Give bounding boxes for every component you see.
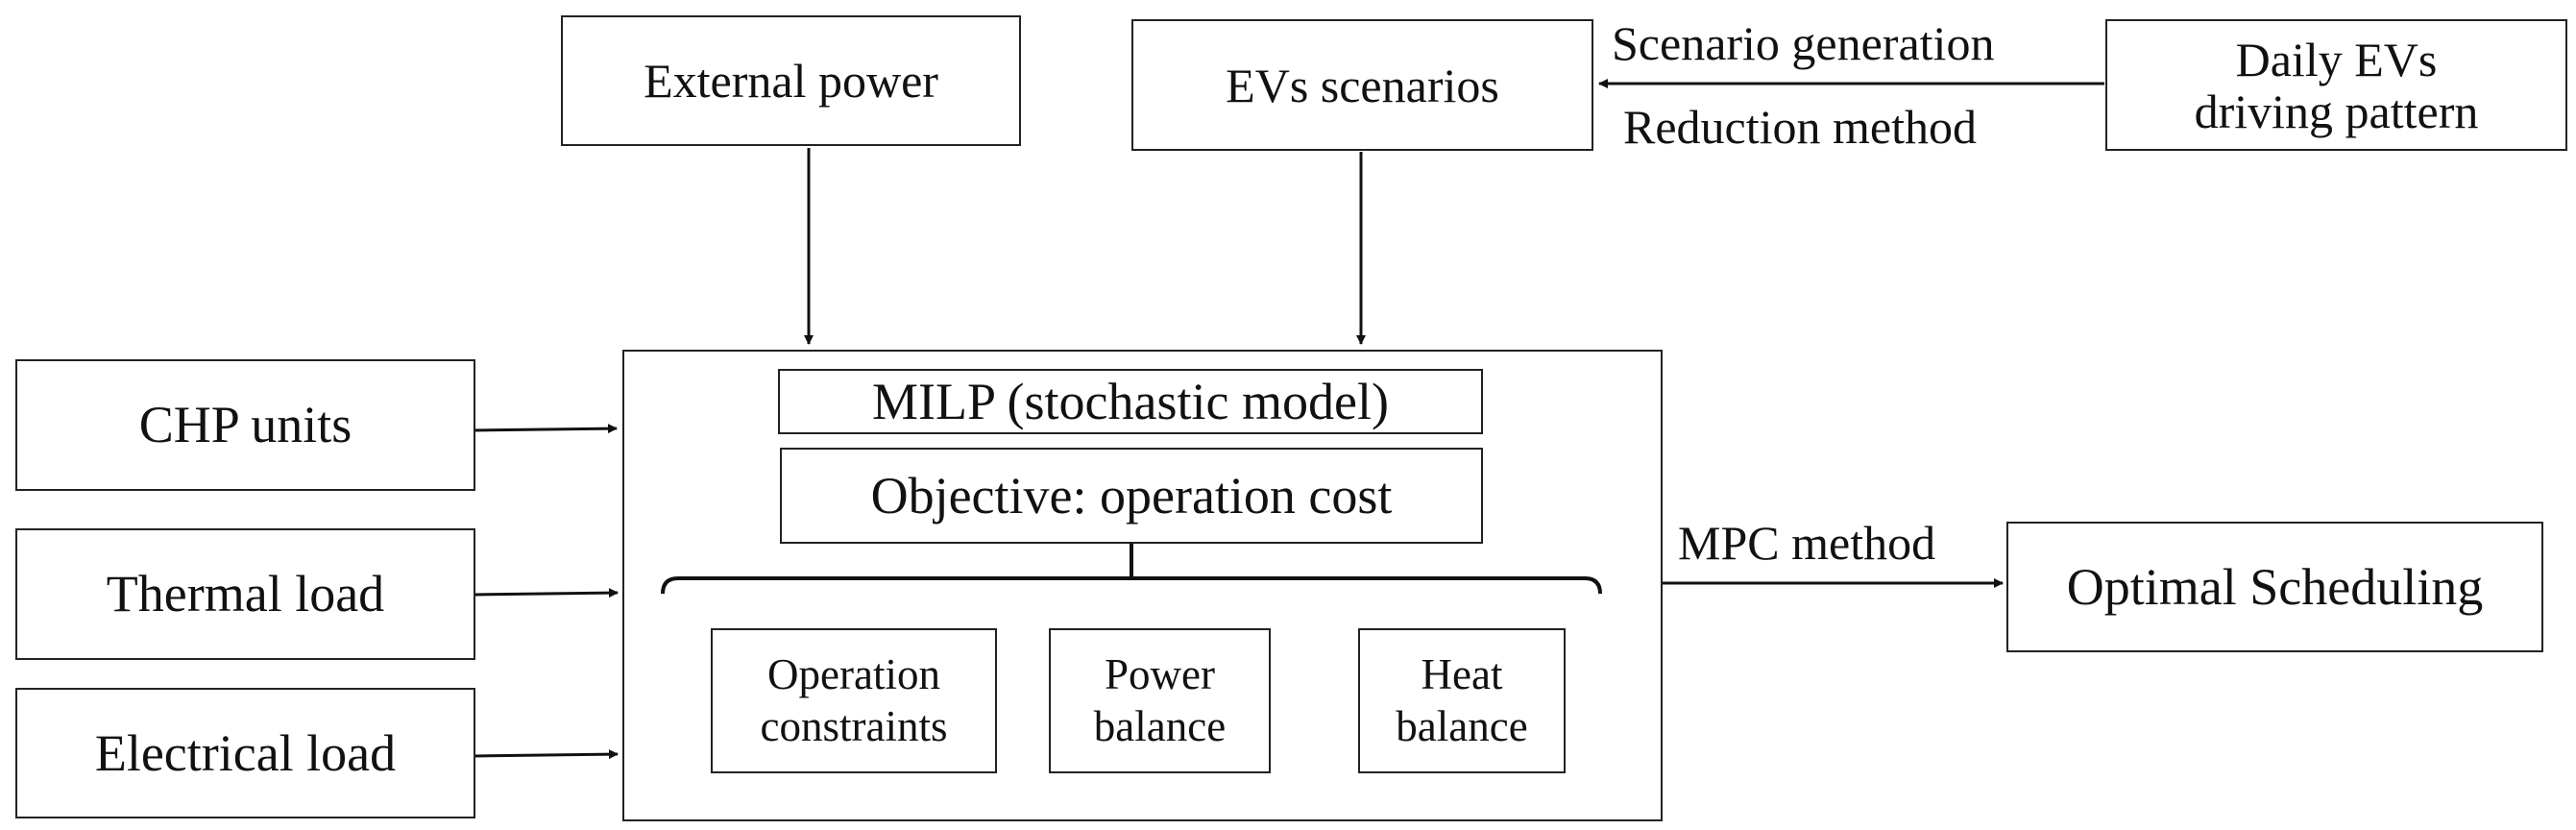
reduction-method-label: Reduction method: [1623, 100, 1977, 154]
milp-title-box: MILP (stochastic model): [778, 369, 1483, 434]
evs-scenarios-box: EVs scenarios: [1131, 19, 1593, 151]
objective-label: Objective: operation cost: [870, 466, 1393, 525]
operation-constraints-line1: Operation: [767, 650, 940, 699]
operation-constraints-box: Operation constraints: [711, 628, 997, 773]
arrow-thermal-load: [474, 588, 619, 598]
external-power-box: External power: [561, 15, 1021, 146]
thermal-load-box: Thermal load: [15, 528, 475, 660]
optimal-scheduling-box: Optimal Scheduling: [2006, 522, 2543, 652]
external-power-label: External power: [644, 54, 938, 108]
operation-constraints-line2: constraints: [760, 701, 948, 750]
heat-balance-line2: balance: [1396, 701, 1528, 750]
power-balance-line2: balance: [1093, 701, 1227, 750]
chp-units-label: CHP units: [138, 396, 352, 454]
heat-balance-box: Heat balance: [1358, 628, 1566, 773]
evs-scenarios-label: EVs scenarios: [1226, 58, 1499, 112]
heat-balance-line1: Heat: [1421, 650, 1503, 699]
thermal-load-label: Thermal load: [106, 565, 385, 623]
power-balance-box: Power balance: [1049, 628, 1271, 773]
arrow-electrical-load: [474, 749, 619, 760]
scenario-generation-label: Scenario generation: [1612, 16, 1995, 70]
arrow-chp-units: [472, 424, 618, 434]
chp-units-box: CHP units: [15, 359, 475, 491]
milp-title-label: MILP (stochastic model): [872, 372, 1389, 430]
electrical-load-label: Electrical load: [94, 723, 397, 782]
objective-box: Objective: operation cost: [780, 448, 1483, 544]
mpc-method-label: MPC method: [1678, 516, 1936, 570]
optimal-scheduling-label: Optimal Scheduling: [2066, 557, 2484, 616]
constraints-bracket: [661, 544, 1602, 595]
power-balance-line1: Power: [1105, 650, 1215, 699]
electrical-load-box: Electrical load: [15, 688, 475, 818]
daily-evs-line2: driving pattern: [2194, 84, 2479, 138]
daily-evs-line1: Daily EVs: [2235, 32, 2438, 86]
daily-evs-box: Daily EVs driving pattern: [2105, 19, 2567, 151]
milp-model-container: MILP (stochastic model) Objective: opera…: [622, 350, 1663, 821]
